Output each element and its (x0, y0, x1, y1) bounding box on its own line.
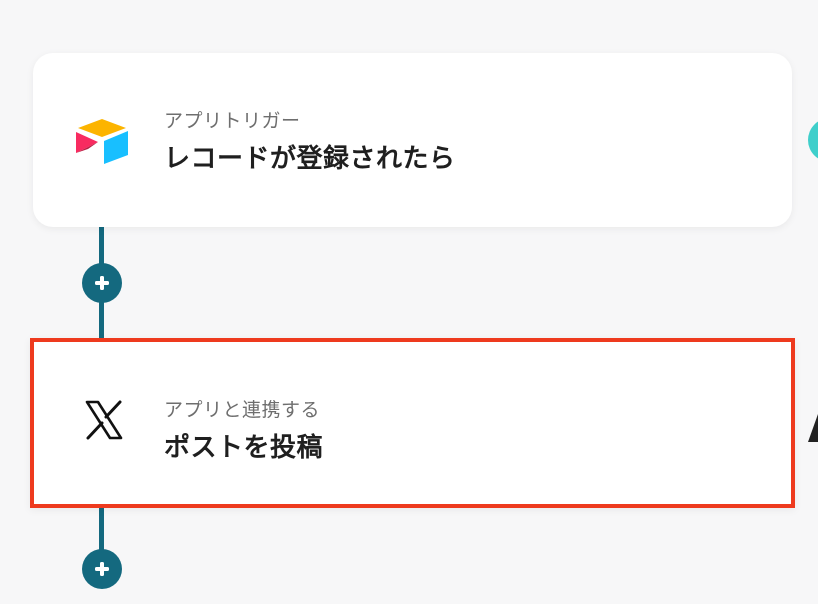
action-step-text: アプリと連携する ポストを投稿 (164, 398, 323, 464)
airtable-icon (76, 119, 128, 164)
step-title: レコードが登録されたら (164, 144, 456, 174)
trigger-step-text: アプリトリガー レコードが登録されたら (164, 109, 456, 175)
plus-icon (95, 276, 109, 290)
x-logo-icon (85, 400, 123, 440)
status-indicator-dot (808, 118, 818, 162)
add-step-button[interactable] (82, 263, 122, 303)
trigger-step-card[interactable]: アプリトリガー レコードが登録されたら (33, 53, 792, 227)
flow-connector-line (99, 508, 104, 568)
step-title: ポストを投稿 (164, 433, 324, 463)
plus-icon (95, 562, 109, 576)
add-step-button[interactable] (82, 549, 122, 589)
warning-icon (808, 414, 818, 442)
step-type-label: アプリと連携する (164, 399, 321, 421)
action-step-card[interactable]: アプリと連携する ポストを投稿 (30, 338, 795, 508)
step-type-label: アプリトリガー (164, 110, 301, 132)
